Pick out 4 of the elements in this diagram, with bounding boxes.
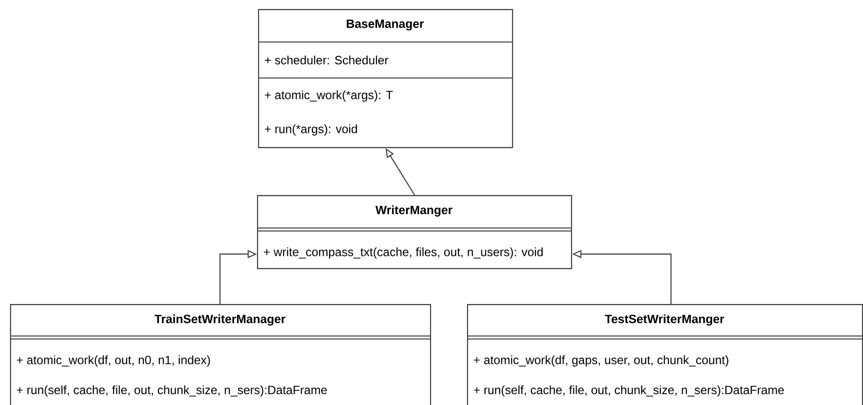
class-box: TestSetWriterManger + atomic_work(df, gaps, user, out, chunk_count) + run(self, cache, file, out, chunk_size, n_sers):DataFrame <box>467 304 863 405</box>
class-box: WriterManger + write_compass_txt(cache, files, out, n_users): void <box>257 195 572 270</box>
class-box: TrainSetWriterManager + atomic_work(df, out, n0, n1, index) + run(self, cache, file, out, chunk_size, n_sers):DataFrame <box>10 304 432 405</box>
class-box: BaseManager + scheduler: Scheduler + atomic_work(*args): T + run(*args): void <box>258 9 514 148</box>
